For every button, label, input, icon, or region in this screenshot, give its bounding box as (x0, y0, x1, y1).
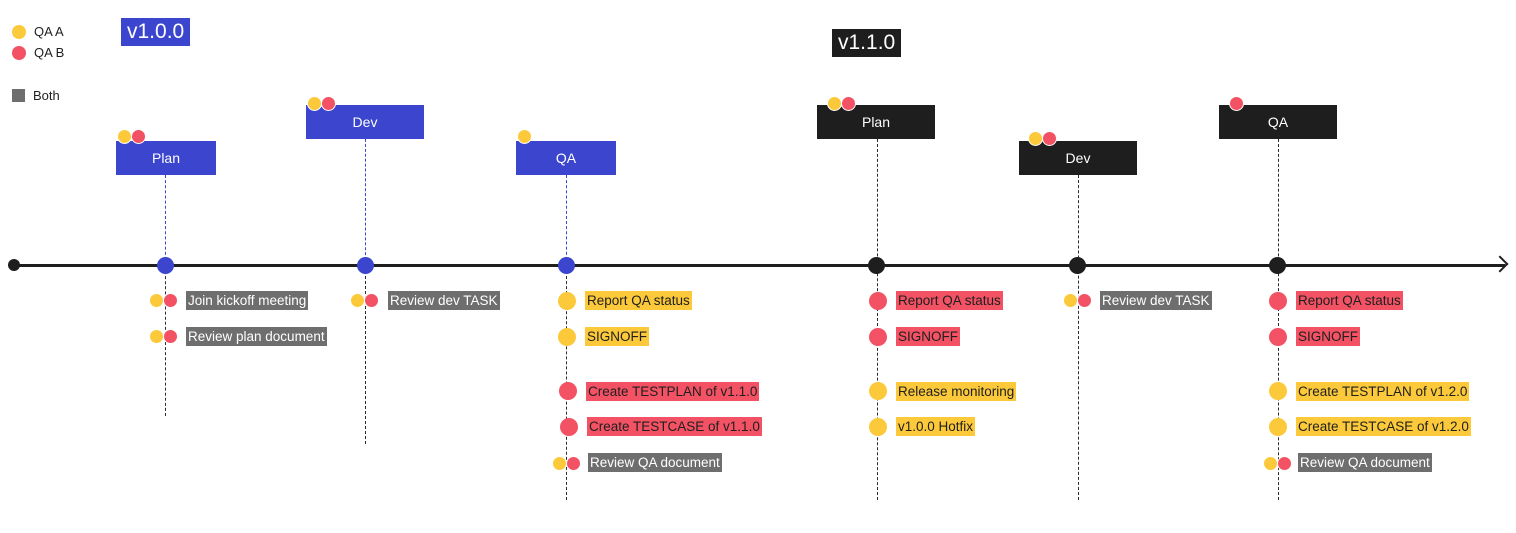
qa-a-marker-icon (117, 129, 132, 144)
qa-a-marker-icon (558, 328, 576, 346)
task-review-plan-document: Review plan document (186, 327, 327, 346)
task-create-testcase: Create TESTCASE of v1.2.0 (1296, 417, 1471, 436)
qa-b-marker-icon (869, 292, 887, 310)
qa-a-marker-icon (1269, 382, 1287, 400)
task-report-qa-status: Report QA status (585, 291, 692, 310)
qa-a-marker-icon (1063, 293, 1078, 308)
qa-b-marker-icon (566, 456, 581, 471)
qa-a-marker-icon (149, 293, 164, 308)
connector-line-qa1 (566, 175, 567, 265)
arrow-head-icon (1491, 255, 1509, 273)
task-signoff: SIGNOFF (1296, 327, 1360, 346)
task-release-monitoring: Release monitoring (896, 382, 1017, 401)
milestone-node-qa1 (558, 257, 575, 274)
qa-b-marker-icon (163, 329, 178, 344)
task-review-qa-document: Review QA document (1298, 453, 1432, 472)
task-review-dev-task: Review dev TASK (1100, 291, 1212, 310)
connector-line-dev1 (365, 139, 366, 265)
connector-line-dev2 (1078, 175, 1079, 500)
qa-a-marker-icon (869, 418, 887, 436)
task-review-dev-task: Review dev TASK (388, 291, 500, 310)
qa-b-marker-icon (1229, 96, 1244, 111)
qa-b-marker-icon (1042, 131, 1057, 146)
qa-b-marker-icon (559, 382, 577, 400)
milestone-node-dev2 (1069, 257, 1086, 274)
phase-label: Dev (352, 114, 378, 130)
qa-a-marker-icon (517, 129, 532, 144)
phase-box-plan-v1-0-0: Plan (116, 141, 216, 175)
legend-both: Both (12, 88, 60, 103)
qa-b-marker-icon (131, 129, 146, 144)
task-review-qa-document: Review QA document (588, 453, 722, 472)
qa-b-marker-icon (163, 293, 178, 308)
task-signoff: SIGNOFF (896, 327, 960, 346)
version-label-v1-0-0: v1.0.0 (121, 18, 191, 46)
legend-qa-a: QA A (12, 24, 64, 39)
task-line-dev1 (365, 266, 366, 444)
qa-a-marker-icon (350, 293, 365, 308)
qa-b-marker-icon (321, 96, 336, 111)
task-create-testplan: Create TESTPLAN of v1.2.0 (1296, 382, 1470, 401)
connector-line-plan1 (165, 175, 166, 265)
task-signoff: SIGNOFF (585, 327, 649, 346)
qa-b-marker-icon (364, 293, 379, 308)
gray-square-icon (12, 89, 25, 102)
phase-label: QA (555, 150, 577, 166)
timeline-start-dot (8, 259, 20, 271)
phase-label: Plan (861, 114, 891, 130)
task-create-testplan: Create TESTPLAN of v1.1.0 (586, 382, 760, 401)
connector-line-plan2 (877, 139, 878, 500)
version-label-v1-1-0: v1.1.0 (832, 29, 902, 57)
qa-b-marker-icon (841, 96, 856, 111)
qa-a-marker-icon (1028, 131, 1043, 146)
phase-label: Dev (1065, 150, 1091, 166)
qa-b-marker-icon (560, 418, 578, 436)
legend-qa-b: QA B (12, 45, 64, 60)
qa-a-marker-icon (558, 292, 576, 310)
yellow-circle-icon (12, 24, 26, 39)
task-join-kickoff-meeting: Join kickoff meeting (186, 291, 309, 310)
milestone-node-plan1 (157, 257, 174, 274)
task-report-qa-status: Report QA status (896, 291, 1003, 310)
phase-label: Plan (151, 150, 181, 166)
qa-a-marker-icon (1269, 418, 1287, 436)
qa-b-marker-icon (1269, 292, 1287, 310)
qa-b-marker-icon (1269, 328, 1287, 346)
task-create-testcase: Create TESTCASE of v1.1.0 (587, 417, 762, 436)
qa-a-marker-icon (149, 329, 164, 344)
qa-a-marker-icon (1263, 456, 1278, 471)
legend-qa-a-label: QA A (34, 24, 64, 39)
phase-box-qa-v1-0-0: QA (516, 141, 616, 175)
timeline-axis (15, 264, 1505, 267)
task-v1-0-0-hotfix: v1.0.0 Hotfix (896, 417, 976, 436)
phase-box-dev-v1-1-0: Dev (1019, 141, 1137, 175)
qa-a-marker-icon (552, 456, 567, 471)
milestone-node-qa2 (1269, 257, 1286, 274)
phase-box-dev-v1-0-0: Dev (306, 105, 424, 139)
qa-b-marker-icon (1077, 293, 1092, 308)
qa-b-marker-icon (869, 328, 887, 346)
milestone-node-plan2 (868, 257, 885, 274)
qa-b-marker-icon (1277, 456, 1292, 471)
legend-qa-b-label: QA B (34, 45, 65, 60)
qa-a-marker-icon (827, 96, 842, 111)
qa-a-marker-icon (869, 382, 887, 400)
milestone-node-dev1 (357, 257, 374, 274)
phase-label: QA (1267, 114, 1289, 130)
red-circle-icon (12, 45, 26, 60)
qa-a-marker-icon (307, 96, 322, 111)
connector-line-qa2 (1278, 139, 1279, 500)
task-report-qa-status: Report QA status (1296, 291, 1403, 310)
legend-both-label: Both (33, 88, 60, 103)
